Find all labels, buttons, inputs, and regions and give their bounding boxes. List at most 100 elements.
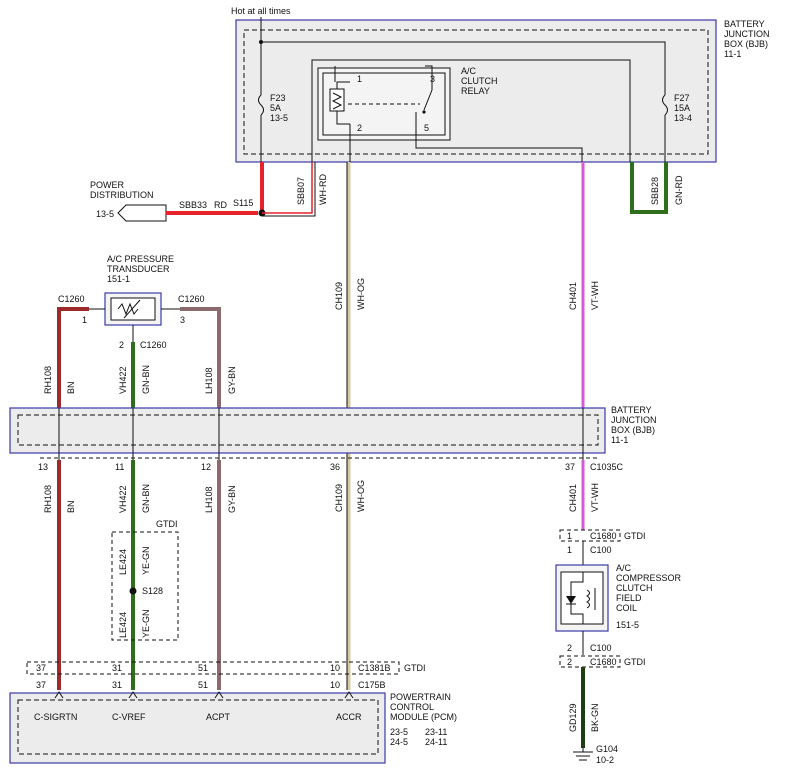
sbb33-wire-label: SBB33 — [179, 200, 207, 210]
lh108-wire-label-bottom: LH108 — [204, 486, 214, 513]
vh422-wire-label-bottom: VH422 — [118, 485, 128, 513]
fuse-f27-label-1: F27 — [674, 93, 690, 103]
gtdi-branch-box — [111, 531, 179, 641]
compressor-bot-pin-2: 2 — [567, 657, 572, 667]
compressor-bot-pin-1: 2 — [567, 643, 572, 653]
lh108-color-label-top: GY-BN — [227, 366, 237, 394]
relay-label-1: A/C — [461, 66, 477, 76]
bjb-top-box — [235, 19, 717, 163]
pcm-conn-pin-51-b: 51 — [198, 680, 208, 690]
ground-icon — [573, 748, 593, 761]
splice-s128-label: S128 — [142, 586, 163, 596]
sbb07-color-label: WH-RD — [318, 174, 328, 205]
transducer-pin-2: 2 — [119, 340, 124, 350]
pcm-conn-pin-37-a: 37 — [36, 663, 46, 673]
compressor-label-4: FIELD — [616, 593, 642, 603]
compressor-bot-conn-2: C1680 — [590, 657, 617, 667]
bjb-mid-label-4: 11-1 — [611, 435, 628, 445]
pcm-conn-pin-10-a: 10 — [330, 663, 340, 673]
pcm-pin-accr: ACCR — [336, 712, 362, 722]
pcm-box — [9, 692, 386, 764]
le424-color-label-top: YE-GN — [141, 546, 151, 575]
gd129-color-label: BK-GN — [590, 703, 600, 732]
compressor-bot-conn-1: C100 — [590, 643, 612, 653]
rh108-wire-label-top: RH108 — [43, 366, 53, 394]
compressor-label-5: COIL — [616, 603, 637, 613]
fuse-f23-label-1: F23 — [270, 93, 286, 103]
pcm-pin-acpt: ACPT — [206, 712, 231, 722]
ch401-wire-label-top: CH401 — [568, 282, 578, 310]
pcm-conn-c175b: C175B — [358, 680, 386, 690]
relay-label-3: RELAY — [461, 86, 490, 96]
bjb-mid-label-1: BATTERY — [611, 405, 652, 415]
compressor-top-gtdi: GTDI — [624, 531, 646, 541]
compressor-bot-gtdi: GTDI — [624, 657, 646, 667]
gtdi-branch-label: GTDI — [156, 519, 178, 529]
fuse-f23-label-2: 5A — [270, 103, 281, 113]
power-distribution-label-2: DISTRIBUTION — [90, 190, 154, 200]
transducer-conn-right: C1260 — [178, 294, 205, 304]
ch109-color-label-top: WH-OG — [356, 278, 366, 310]
bjb-mid-pin-13: 13 — [38, 462, 48, 472]
vh422-color-label-bottom: GN-BN — [141, 484, 151, 513]
pcm-conn-c1381b: C1381B — [358, 663, 391, 673]
relay-pin-2: 2 — [357, 123, 362, 133]
power-distribution-connector-icon — [117, 204, 167, 222]
sbb07-wire-label: SBB07 — [296, 177, 306, 205]
pcm-label-1: POWERTRAIN — [390, 692, 451, 702]
fuse-f27-label-2: 15A — [674, 103, 690, 113]
le424-wire-label-top: LE424 — [118, 549, 128, 575]
bjb-top-label-3: BOX (BJB) — [724, 39, 768, 49]
compressor-top-conn-box — [559, 529, 621, 542]
relay-pin-5: 5 — [424, 123, 429, 133]
sbb28-color-label: GN-RD — [674, 175, 684, 205]
transducer-conn-left: C1260 — [58, 294, 85, 304]
pcm-pin-c-sigrtn: C-SIGRTN — [34, 712, 77, 722]
bjb-mid-label-3: BOX (BJB) — [611, 425, 655, 435]
transducer-conn-bottom: C1260 — [140, 340, 167, 350]
relay-coil-icon — [329, 88, 345, 112]
compressor-top-conn-1: C1680 — [590, 531, 617, 541]
relay-pin-1: 1 — [357, 74, 362, 84]
bjb-mid-box — [9, 407, 606, 454]
transducer-symbol — [104, 292, 162, 326]
compressor-bot-conn-box — [559, 655, 621, 668]
bjb-mid-conn-c1035c: C1035C — [590, 462, 624, 472]
fuse-f23-label-3: 13-5 — [270, 113, 288, 123]
ch401-color-label-top: VT-WH — [590, 281, 600, 310]
ground-g104-label: G104 — [596, 744, 618, 754]
compressor-coil-symbol — [555, 564, 609, 632]
vh422-wire-label-top: VH422 — [118, 366, 128, 394]
splice-s115-label: S115 — [233, 198, 253, 208]
transducer-pin-1: 1 — [82, 315, 87, 325]
pcm-ref-a-2: 24-5 — [390, 737, 408, 747]
bjb-top-label-2: JUNCTION — [724, 29, 770, 39]
rh108-color-label-bottom: BN — [66, 500, 76, 513]
transducer-label-3: 151-1 — [107, 274, 130, 284]
le424-wire-label-bottom: LE424 — [118, 612, 128, 638]
ch109-wire-label-top: CH109 — [334, 282, 344, 310]
ground-ref-label: 10-2 — [596, 755, 614, 765]
pcm-ref-a-1: 23-5 — [390, 727, 408, 737]
pcm-label-3: MODULE (PCM) — [390, 712, 457, 722]
relay-switch-contact — [423, 89, 433, 111]
compressor-label-1: A/C — [616, 563, 632, 573]
relay-pin-3: 3 — [430, 74, 435, 84]
sbb28-wire-label: SBB28 — [650, 177, 660, 205]
splice-s128-dot — [129, 587, 137, 595]
fuse-f27-label-3: 13-4 — [674, 113, 692, 123]
pcm-conn-gtdi: GTDI — [404, 663, 426, 673]
compressor-top-pin-2: 1 — [567, 545, 572, 555]
ch401-color-label-bottom: VT-WH — [590, 483, 600, 512]
relay-label-2: CLUTCH — [461, 76, 498, 86]
bjb-mid-pin-11: 11 — [115, 462, 124, 472]
compressor-top-pin-1: 1 — [567, 531, 572, 541]
compressor-label-3: CLUTCH — [616, 583, 653, 593]
fuse-f27-symbol — [662, 94, 668, 116]
pcm-conn-pin-37-b: 37 — [36, 680, 46, 690]
gd129-wire-label: GD129 — [568, 703, 578, 732]
transducer-label-2: TRANSDUCER — [107, 264, 170, 274]
pcm-conn-pin-10-b: 10 — [330, 680, 340, 690]
compressor-top-conn-2: C100 — [590, 545, 612, 555]
pcm-conn-c1381b-box — [26, 661, 400, 675]
